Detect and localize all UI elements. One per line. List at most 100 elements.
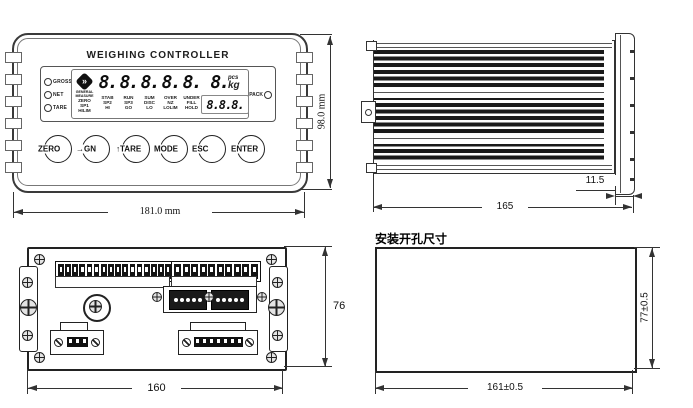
extension-line bbox=[633, 195, 634, 213]
screw-icon bbox=[152, 292, 162, 302]
bezel-notch bbox=[630, 158, 634, 161]
lcd-digit: 8. bbox=[161, 72, 182, 93]
gn-key-label: GN bbox=[84, 144, 96, 154]
logo-chevrons-icon: » bbox=[81, 75, 88, 86]
extension-line bbox=[300, 34, 332, 35]
up-arrow-icon: ↑ bbox=[116, 144, 120, 154]
lcd-digit: 8. bbox=[140, 72, 161, 93]
top-fin-lines bbox=[374, 40, 612, 50]
leader-line bbox=[576, 190, 616, 191]
mode-key-label: MODE bbox=[154, 144, 178, 154]
display-strip: GROSS NET TARE » GENERAL MEASURE bbox=[40, 66, 276, 122]
clip-slot bbox=[296, 162, 313, 173]
plug-connector-b bbox=[211, 290, 249, 310]
height-dim-line bbox=[327, 36, 333, 188]
unit-small-label: pcs bbox=[228, 74, 239, 81]
flange-screw-icon bbox=[181, 338, 191, 347]
digit-column: 8. UNDER FILL HOLD bbox=[181, 70, 203, 118]
digit-column: 8. SUM DISC LO bbox=[139, 70, 161, 118]
pack-label: PACK bbox=[249, 92, 263, 98]
clip-slot bbox=[5, 140, 22, 151]
tare-label: TARE bbox=[53, 105, 68, 111]
terminal-base-left bbox=[55, 276, 170, 288]
net-indicator: NET bbox=[44, 91, 64, 99]
pack-led-icon bbox=[264, 91, 272, 99]
flange-screw-icon bbox=[90, 338, 100, 347]
heatsink-fins bbox=[374, 50, 604, 162]
sub-display: 8.8.8. bbox=[201, 95, 249, 114]
front-bezel-profile bbox=[615, 33, 635, 195]
logo-column: » GENERAL MEASURE ZERO SP1 HILIM bbox=[72, 70, 97, 118]
round-connector-center-icon bbox=[89, 300, 102, 313]
gross-label: GROSS bbox=[53, 79, 73, 85]
lcd-digit: 8. bbox=[119, 72, 140, 93]
annunciator-column: RUN SP3 GO bbox=[123, 95, 134, 111]
clip-slot bbox=[296, 52, 313, 63]
screw-icon bbox=[266, 352, 277, 363]
screw-icon bbox=[272, 277, 283, 288]
screw-icon bbox=[22, 330, 33, 341]
front-width-dim: 181.0 mm bbox=[108, 206, 212, 217]
esc-key-label: ESC bbox=[192, 144, 209, 154]
annunciator-column: OVER NZ LOLIM bbox=[163, 95, 178, 111]
fin-gap bbox=[374, 88, 604, 98]
clip-slot bbox=[5, 118, 22, 129]
extension-line bbox=[375, 370, 376, 394]
net-label: NET bbox=[53, 92, 64, 98]
screw-icon bbox=[272, 330, 283, 341]
zero-key: ZERO bbox=[37, 135, 72, 163]
bezel-notch bbox=[630, 77, 634, 80]
lcd-display: » GENERAL MEASURE ZERO SP1 HILIM 8. bbox=[71, 69, 249, 119]
bezel-notch bbox=[630, 131, 634, 134]
zero-key-label: ZERO bbox=[38, 144, 61, 154]
net-led-icon bbox=[44, 91, 52, 99]
cutout-width-dim: 161±0.5 bbox=[468, 382, 542, 393]
annunciator-column: UNDER FILL HOLD bbox=[183, 95, 200, 111]
clip-slot bbox=[5, 74, 22, 85]
extension-line bbox=[304, 192, 305, 218]
rear-height-dim-line bbox=[322, 247, 328, 367]
io-connector bbox=[178, 330, 258, 355]
annunciator-column: ZERO SP1 HILIM bbox=[78, 98, 91, 114]
power-pins bbox=[66, 334, 88, 352]
extension-line bbox=[13, 192, 14, 218]
bracket-screw-icon bbox=[268, 299, 285, 316]
enter-key-label: ENTER bbox=[231, 144, 259, 154]
extension-line bbox=[284, 366, 332, 367]
unit-block: pcs kg bbox=[228, 70, 240, 95]
tare-indicator: TARE bbox=[44, 104, 67, 112]
screw-icon bbox=[204, 292, 214, 302]
plug-connector-a bbox=[169, 290, 207, 310]
bezel-depth-dim: 11.5 bbox=[573, 175, 617, 186]
side-depth-dim: 165 bbox=[482, 201, 528, 212]
lcd-digit: 8. bbox=[210, 72, 230, 93]
unit-kg-label: kg bbox=[228, 79, 240, 91]
fin-gap bbox=[374, 134, 604, 144]
lcd-digit: 8. bbox=[98, 72, 119, 93]
brand-logo-icon: » bbox=[75, 72, 94, 91]
screw-icon bbox=[266, 254, 277, 265]
extension-line bbox=[634, 368, 660, 369]
digit-column: 8. RUN SP3 GO bbox=[118, 70, 140, 118]
io-pins bbox=[193, 334, 243, 352]
gross-indicator: GROSS bbox=[44, 78, 72, 86]
clip-slot bbox=[296, 74, 313, 85]
side-clip bbox=[366, 41, 377, 51]
rear-width-dim: 160 bbox=[132, 382, 181, 394]
flange-screw-icon bbox=[54, 338, 64, 347]
rear-height-dim: 76 bbox=[331, 300, 348, 312]
bezel-notch bbox=[630, 50, 634, 53]
bezel-notch bbox=[630, 178, 634, 181]
clip-slot bbox=[296, 140, 313, 151]
front-height-dim: 98.0 mm bbox=[316, 77, 328, 146]
brand-name: GENERAL MEASURE bbox=[75, 90, 94, 98]
cutout-height-dim-line bbox=[649, 248, 655, 368]
tare-key: ↑TARE bbox=[115, 135, 150, 163]
extension-line bbox=[284, 246, 332, 247]
clip-slot bbox=[296, 118, 313, 129]
right-arrow-icon: → bbox=[76, 144, 84, 154]
enter-key: ENTER bbox=[230, 135, 265, 163]
annunciator-column: STAB SP2 HI bbox=[101, 95, 114, 111]
pack-indicator: PACK bbox=[249, 91, 272, 99]
cutout-height-dim: 77±0.5 bbox=[639, 277, 651, 338]
